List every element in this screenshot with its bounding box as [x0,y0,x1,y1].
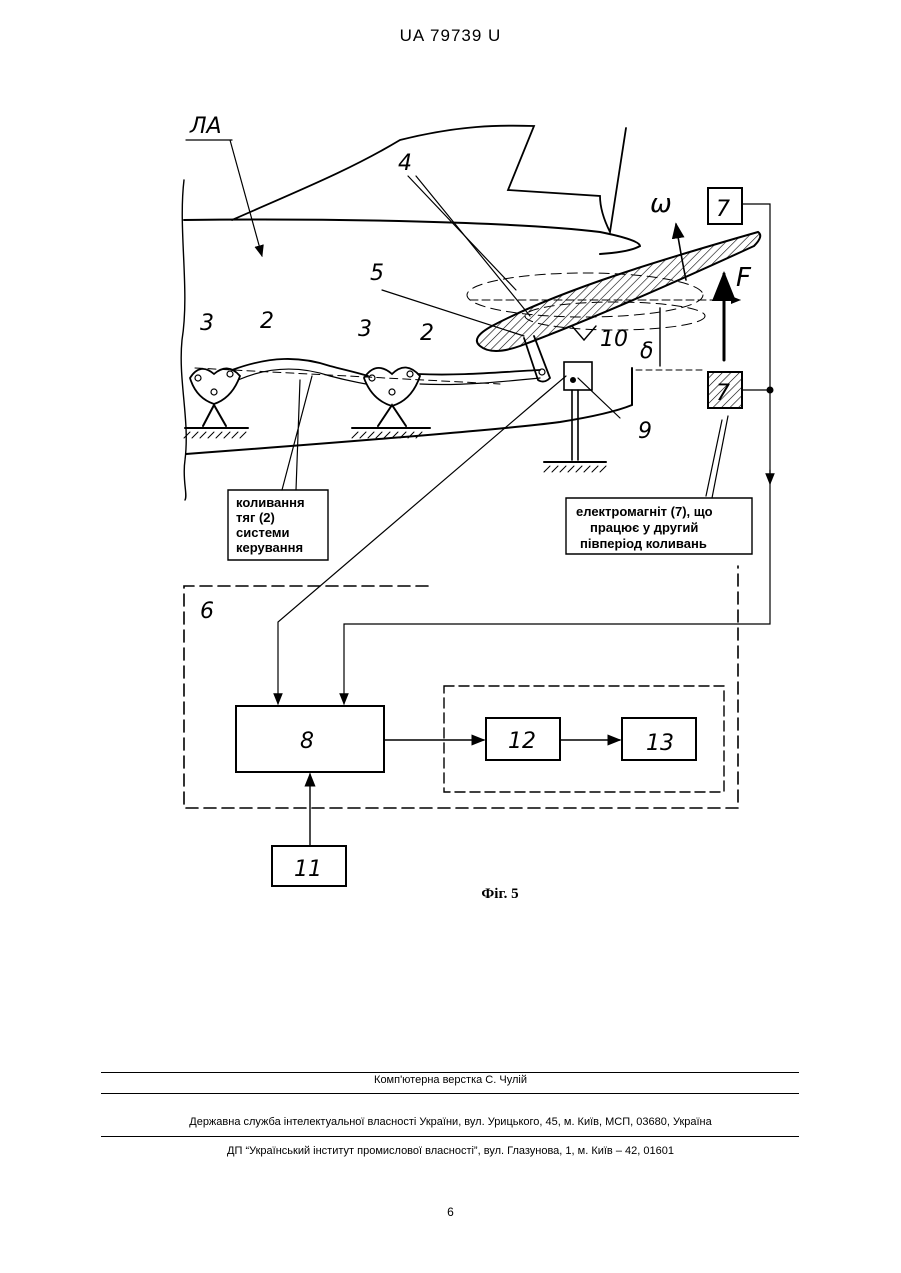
page-number: 6 [0,1205,901,1219]
label-arm-5: 5 [370,261,384,286]
callout-right-line-2: працює у другий [590,520,698,535]
fuselage-top-line [184,220,640,255]
fuselage-bottom-line [186,368,632,454]
label-force: F [736,263,752,293]
footer-rule-2 [101,1093,799,1094]
footer-office-address: Державна служба інтелектуальної власност… [0,1116,901,1128]
label-omega: ω [650,189,672,219]
label-magnet-7-bottom: 7 [716,381,730,406]
callout-left-line-2: тяг (2) [236,510,275,525]
sensor-9-box [564,362,592,390]
callout-left-line-4: керування [236,540,303,555]
figure-caption: Фіг. 5 [455,886,545,903]
label-block-6: 6 [200,599,214,624]
footer-rule-top [101,1072,799,1073]
footer-institute-address: ДП “Український інститут промислової вла… [0,1145,901,1157]
label-hinge-3-right: 3 [358,317,372,342]
fuselage-back-left [181,180,186,500]
footer-rule-3 [101,1136,799,1137]
label-block-11: 11 [294,857,322,882]
label-rotor-4: 4 [398,151,412,176]
control-rod-right-b [420,378,540,385]
label-sensor-9: 9 [638,419,652,444]
figure-5-drawing: ЛА 4 5 2 2 3 3 10 9 6 7 7 8 12 13 11 ω F… [0,0,901,920]
callout-left-line-1: коливання [236,495,305,510]
label-hinge-3-left: 3 [200,311,214,336]
ground-hinge-left [184,368,248,438]
label-block-13: 13 [646,731,674,756]
callout-left-line-3: системи [236,525,290,540]
callout-right-line-1: електромагніт (7), що [576,504,713,519]
control-rod-right [418,370,540,375]
footer-typesetter: Комп'ютерна верстка С. Чулій [0,1074,901,1086]
control-rod-left-b [238,369,366,384]
label-aircraft: ЛА [189,114,222,139]
label-magnet-7-top: 7 [716,197,730,222]
label-delta: δ [640,339,653,364]
callout-right-line-3: півперіод коливань [580,536,707,551]
label-block-12: 12 [508,729,536,754]
label-rod-2-right: 2 [420,321,434,346]
label-rod-2-left: 2 [260,309,274,334]
fuselage-upper-contour [232,126,626,232]
label-block-8: 8 [300,729,314,754]
label-sensor-10: 10 [600,327,628,352]
